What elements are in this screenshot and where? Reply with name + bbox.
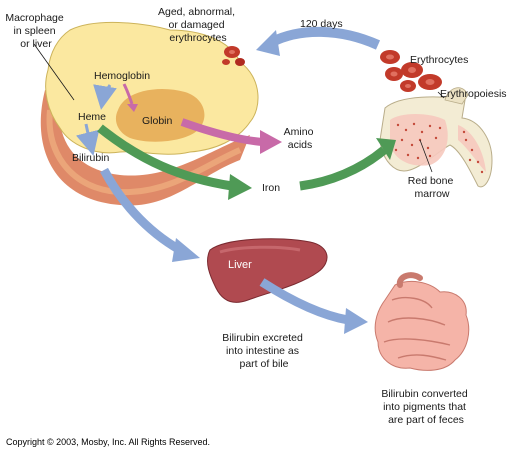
arrow-iron-to-marrow-head — [376, 138, 396, 160]
bilirubin-label: Bilirubin — [72, 152, 110, 164]
arrow-120-days — [269, 26, 381, 50]
arrow-hemoglobin-to-heme — [93, 84, 117, 110]
macrophage-body — [45, 21, 259, 155]
liver-label: Liver — [228, 259, 252, 271]
days-label: 120 days — [300, 18, 343, 30]
aged-erythrocytes-label: Aged, abnormal, or damaged erythrocytes — [158, 6, 238, 44]
copyright-text: Copyright © 2003, Mosby, Inc. All Rights… — [6, 437, 210, 447]
arrow-hemoglobin-to-globin-head — [127, 104, 138, 112]
erythropoiesis-label: Erythropoiesis — [440, 88, 507, 100]
amino-acids-label: Amino acids — [284, 126, 317, 151]
arrow-globin-to-amino-acids-head — [260, 130, 282, 154]
arrow-liver-to-intestine — [259, 278, 349, 325]
macrophage-label: Macrophage in spleen or liver — [5, 12, 66, 50]
macrophage-leader-line — [33, 43, 75, 101]
arrow-liver-to-intestine-head — [344, 308, 368, 334]
globin-label: Globin — [142, 115, 173, 127]
arrow-bilirubin-to-liver-head — [172, 238, 200, 262]
arrow-hemoglobin-to-globin — [122, 83, 134, 105]
arrow-120-days-head — [256, 30, 280, 56]
bilirubin-excreted-label: Bilirubin excreted into intestine as par… — [222, 332, 305, 370]
arrow-iron-to-marrow — [299, 146, 387, 191]
bone-marrow — [379, 87, 493, 188]
macrophage-tail-highlight — [46, 109, 242, 196]
arrow-heme-to-iron — [97, 124, 233, 191]
erythrocytes-label: Erythrocytes — [410, 54, 468, 66]
aged-erythrocytes — [222, 46, 245, 66]
arrow-globin-to-amino-acids — [180, 118, 263, 146]
arrow-heme-to-bilirubin — [75, 123, 100, 156]
red-bone-marrow-label: Red bone marrow — [408, 175, 456, 200]
iron-label: Iron — [262, 182, 280, 194]
marrow-leader-line — [419, 139, 433, 173]
intestine — [374, 272, 470, 371]
liver — [207, 238, 328, 303]
heme-label: Heme — [78, 111, 106, 123]
hemoglobin-label: Hemoglobin — [94, 70, 150, 82]
erythropoiesis-leader-line — [437, 91, 445, 99]
globin-blob — [115, 89, 205, 142]
arrow-heme-to-iron-head — [228, 174, 252, 200]
arrow-bilirubin-to-liver — [100, 167, 183, 254]
liver-highlight — [219, 245, 301, 254]
erythrocytes-cluster — [380, 50, 442, 92]
bilirubin-converted-label: Bilirubin converted into pigments that a… — [381, 388, 470, 426]
